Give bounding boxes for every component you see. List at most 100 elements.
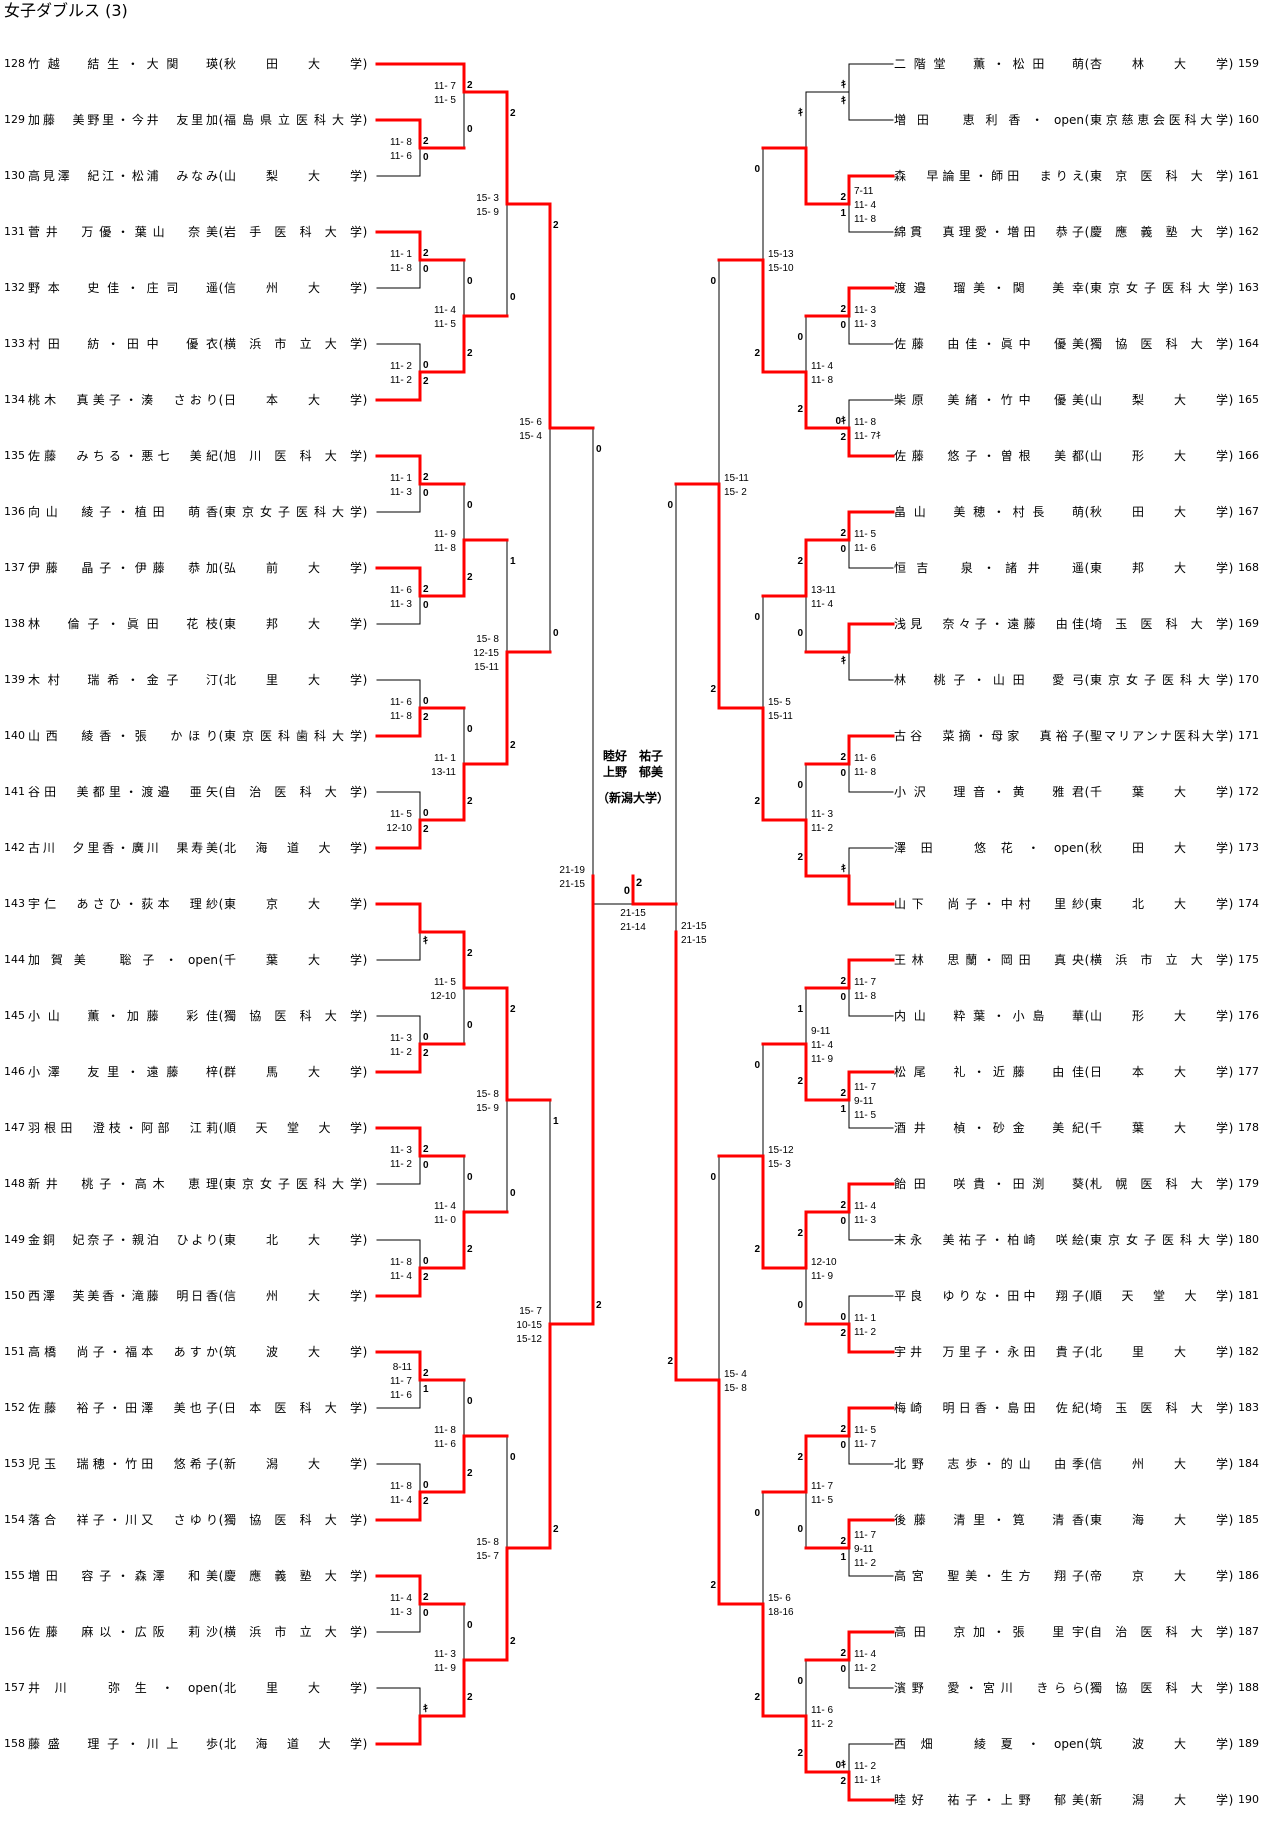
entry-188: 濱野 愛・宮川 きらら(獨協医科大学)188 <box>894 1680 1260 1696</box>
paren-open: ( <box>1084 1233 1090 1247</box>
paren-close: ) <box>362 897 368 911</box>
match-count: 2 <box>467 80 473 91</box>
game-score: 12-10 <box>811 1257 837 1268</box>
university: 新潟大学 <box>1090 1793 1228 1807</box>
paren-close: ) <box>1228 1121 1234 1135</box>
university: 東京医科大学 <box>1090 169 1228 183</box>
university: 山形大学 <box>1090 449 1228 463</box>
player-names: 浅見 奈々子・遠藤 由佳 <box>894 617 1084 631</box>
match-count: 2 <box>423 1048 429 1059</box>
seed-number: 143 <box>4 897 25 910</box>
match-count: 2 <box>710 684 716 695</box>
match-count: 0 <box>596 444 602 455</box>
match-count: 0 <box>423 1032 429 1043</box>
match-count: 2 <box>467 1244 473 1255</box>
paren-open: ( <box>1084 1625 1090 1639</box>
match-count: 0 <box>467 500 473 511</box>
game-score: 11- 5 <box>854 1110 876 1121</box>
paren-close: ) <box>1228 1457 1234 1471</box>
game-score: 15- 6 <box>519 417 542 428</box>
game-score: 21-15 <box>559 879 585 890</box>
player-names: 林 桃子・山田 愛弓 <box>894 673 1084 687</box>
player-names: 村田 紡・田中 優衣 <box>28 337 218 351</box>
match-count: 0 <box>840 320 846 331</box>
seed-number: 185 <box>1238 1513 1259 1526</box>
player-names: 濱野 愛・宮川 きらら <box>894 1681 1084 1695</box>
paren-open: ( <box>1084 841 1090 855</box>
university: 東京女子医科大学 <box>1090 281 1228 295</box>
paren-close: ) <box>1228 57 1234 71</box>
game-score: 11- 2 <box>390 1047 412 1058</box>
match-count: 0 <box>754 612 760 623</box>
game-score: 7-11 <box>854 186 874 197</box>
game-score: 11- 7 <box>854 1082 876 1093</box>
player-names: 高見澤 紀江・松浦 みなみ <box>28 169 218 183</box>
paren-close: ) <box>1228 1401 1234 1415</box>
game-score: 15- 8 <box>476 1089 499 1100</box>
player-names: 北野 志歩・的山 由季 <box>894 1457 1084 1471</box>
paren-open: ( <box>218 1401 224 1415</box>
paren-close: ) <box>362 1121 368 1135</box>
paren-close: ) <box>362 449 368 463</box>
game-score: 11- 9 <box>811 1054 833 1065</box>
university: 日本大学 <box>224 393 362 407</box>
paren-close: ) <box>362 57 368 71</box>
player-names: 王林 思蘭・岡田 真央 <box>894 953 1084 967</box>
university: 東京女子医科大学 <box>1090 1233 1228 1247</box>
player-names: 西畑 綾夏・open <box>894 1737 1084 1751</box>
match-count: 2 <box>840 192 846 203</box>
game-score: 11- 6 <box>390 1390 412 1401</box>
paren-open: ( <box>1084 1177 1090 1191</box>
university: 日本医科大学 <box>224 1401 362 1415</box>
game-score: 11- 9 <box>434 1663 456 1674</box>
university: 東海大学 <box>1090 1513 1228 1527</box>
match-count: ｷ <box>841 95 846 107</box>
match-count: 1 <box>840 208 846 219</box>
paren-open: ( <box>218 1121 224 1135</box>
game-score: 15- 9 <box>476 207 499 218</box>
match-count: 2 <box>553 1524 559 1535</box>
paren-open: ( <box>218 953 224 967</box>
university: 秋田大学 <box>1090 841 1228 855</box>
match-count: 2 <box>467 796 473 807</box>
game-score: 11- 4 <box>811 1040 833 1051</box>
paren-open: ( <box>1084 1569 1090 1583</box>
university: 北海道大学 <box>224 1737 362 1751</box>
game-score: 11- 4 <box>390 1271 412 1282</box>
paren-open: ( <box>218 673 224 687</box>
game-score: 11- 8 <box>390 137 412 148</box>
university: 慶應義塾大学 <box>1090 225 1228 239</box>
paren-close: ) <box>362 1177 368 1191</box>
entry-167: 畠山 美穂・村長 萌(秋田大学)167 <box>894 504 1260 520</box>
match-count: ｷ <box>841 79 846 91</box>
player-names: 山西 綾香・張 かほり <box>28 729 218 743</box>
match-count: 1 <box>423 1384 429 1395</box>
game-score: 15-12 <box>516 1334 542 1345</box>
university: 埼玉医科大学 <box>1090 617 1228 631</box>
university: 自治医科大学 <box>1090 1625 1228 1639</box>
player-names: 金銅 妃奈子・親泊 ひより <box>28 1233 218 1247</box>
match-count: ｷ <box>841 655 846 667</box>
player-names: 羽根田 澄枝・阿部 江莉 <box>28 1121 218 1135</box>
university: 横浜市立大学 <box>224 1625 362 1639</box>
player-names: 二階堂 薫・松田 萌 <box>894 57 1084 71</box>
game-score: 11- 1 <box>390 249 412 260</box>
entry-160: 増田 恵利香・open(東京慈恵会医科大学)160 <box>894 112 1260 128</box>
paren-open: ( <box>1084 1457 1090 1471</box>
match-count: 2 <box>840 1536 846 1547</box>
player-names: 高宮 聖美・生方 翔子 <box>894 1569 1084 1583</box>
university: 横浜市立大学 <box>1090 953 1228 967</box>
university: 東京慈恵会医科大学 <box>1090 113 1228 127</box>
final-count-left: 0 <box>624 885 630 897</box>
match-count: 0 <box>467 1396 473 1407</box>
champion-university: （新潟大学） <box>596 791 669 805</box>
game-score: 15- 8 <box>724 1383 747 1394</box>
player-names: 林 倫子・眞田 花枝 <box>28 617 218 631</box>
university: 杏林大学 <box>1090 57 1228 71</box>
game-score: 11- 8 <box>390 1481 412 1492</box>
match-count: 1 <box>553 1116 559 1127</box>
match-count: 0 <box>797 332 803 343</box>
